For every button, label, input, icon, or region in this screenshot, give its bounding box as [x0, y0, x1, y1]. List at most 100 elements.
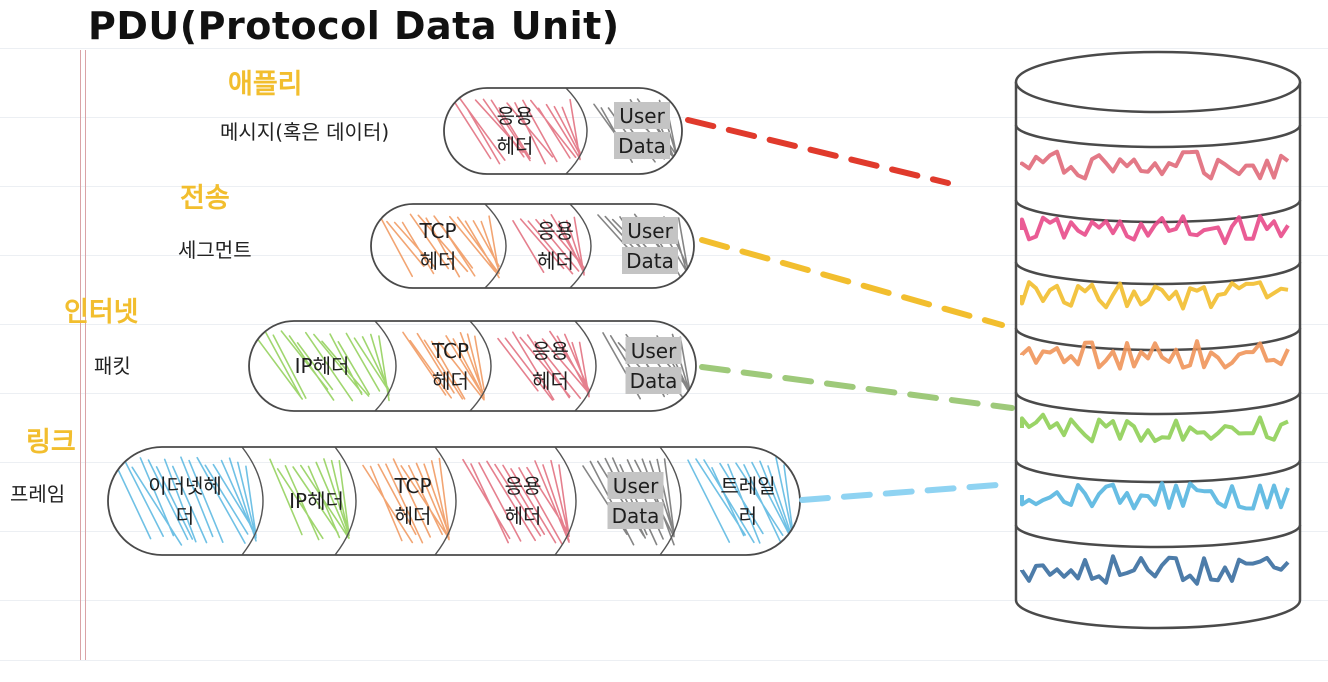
scribble-fill: [362, 457, 450, 544]
capsule-outline: [107, 446, 801, 556]
segment-label: 헤더: [395, 504, 432, 528]
segment-label: 헤더: [532, 369, 569, 393]
stack-layer-band: [1020, 280, 1289, 311]
segment-label: Data: [630, 369, 678, 393]
ruled-line: [0, 660, 1328, 661]
ip-header-segment: IP헤더: [256, 330, 390, 402]
scribble-fill: [269, 458, 350, 541]
stack-ring: [1014, 524, 1302, 549]
scribble-fill: [582, 457, 675, 546]
stack-body: [1014, 82, 1302, 630]
stack-ring: [1014, 124, 1302, 149]
segment-label: Data: [626, 249, 674, 273]
segment-divider: [659, 447, 682, 555]
segment-label: TCP: [418, 219, 456, 243]
scribble-fill: [512, 214, 585, 276]
segment-divider: [374, 321, 397, 411]
margin-line: [80, 50, 81, 660]
segment-divider: [574, 321, 597, 411]
layer-label-transport: 전송: [180, 183, 230, 214]
user-data-highlight: [607, 472, 664, 499]
scribble-fill: [378, 213, 500, 279]
segment-label: TCP: [431, 339, 469, 363]
user-data-highlight: [622, 217, 678, 244]
user-data-highlight: [622, 247, 678, 274]
connector-line: [799, 481, 1013, 503]
stack-layer-band: [1020, 149, 1290, 181]
segment-divider: [569, 204, 592, 288]
stack-layer-band: [1020, 412, 1289, 444]
segment-label: 응용: [505, 474, 542, 498]
segment-divider: [241, 447, 264, 555]
segment-label: 러: [739, 504, 757, 528]
stack-layer-band: [1020, 554, 1290, 586]
margin-line: [85, 50, 86, 660]
layer-label-internet: 인터넷: [64, 297, 139, 328]
user-data-highlight: [614, 102, 670, 129]
segment-divider: [334, 447, 357, 555]
segment-label: 더: [176, 504, 194, 528]
segment-label: Data: [618, 134, 666, 158]
scribble-fill: [402, 331, 485, 401]
segment-label: Data: [612, 504, 660, 528]
segment-divider: [434, 447, 457, 555]
connector-line: [699, 364, 1015, 411]
segment-label: 응용: [497, 104, 534, 128]
scribble-fill: [115, 456, 257, 546]
stack-top: [1014, 50, 1302, 114]
stack-layer-band: [1020, 339, 1290, 371]
ruled-line: [0, 600, 1328, 601]
segment-label: 헤더: [497, 134, 534, 158]
segment-label: 헤더: [432, 369, 469, 393]
ip-header-segment: IP헤더: [269, 458, 350, 541]
segment-label: 응용: [532, 339, 569, 363]
segment-divider: [469, 321, 492, 411]
segment-divider: [484, 204, 507, 288]
page-title: PDU(Protocol Data Unit): [88, 4, 620, 48]
stack-ring: [1014, 391, 1302, 416]
scribble-fill: [687, 456, 795, 545]
segment-divider: [554, 447, 577, 555]
segment-divider: [565, 88, 588, 174]
pdu-name-frame: 프레임: [10, 482, 66, 506]
ruled-line: [0, 186, 1328, 187]
layer-label-application: 애플리: [228, 69, 303, 100]
ruled-line: [0, 48, 1328, 49]
pdu-name-segment: 세그먼트: [178, 238, 252, 262]
layer-label-link: 링크: [26, 427, 76, 458]
segment-label: 헤더: [505, 504, 542, 528]
stack-layer-band: [1020, 481, 1290, 511]
ruled-line: [0, 462, 1328, 463]
scribble-fill: [497, 330, 590, 401]
user-data-highlight: [625, 337, 682, 364]
segment-label: User: [631, 339, 677, 363]
stack-ring: [1014, 261, 1302, 286]
segment-label: 헤더: [420, 249, 457, 273]
connector-line: [685, 117, 951, 186]
segment-label: IP헤더: [289, 489, 344, 513]
scribble-fill: [462, 458, 570, 545]
connector-line: [699, 237, 1005, 328]
pdu-name-message: 메시지(혹은 데이터): [220, 120, 390, 144]
segment-label: 응용: [537, 219, 574, 243]
ruled-line: [0, 324, 1328, 325]
segment-label: IP헤더: [295, 354, 350, 378]
capsule-outline: [248, 320, 697, 412]
user-data-highlight: [625, 367, 682, 394]
user-data-highlight: [607, 502, 664, 529]
